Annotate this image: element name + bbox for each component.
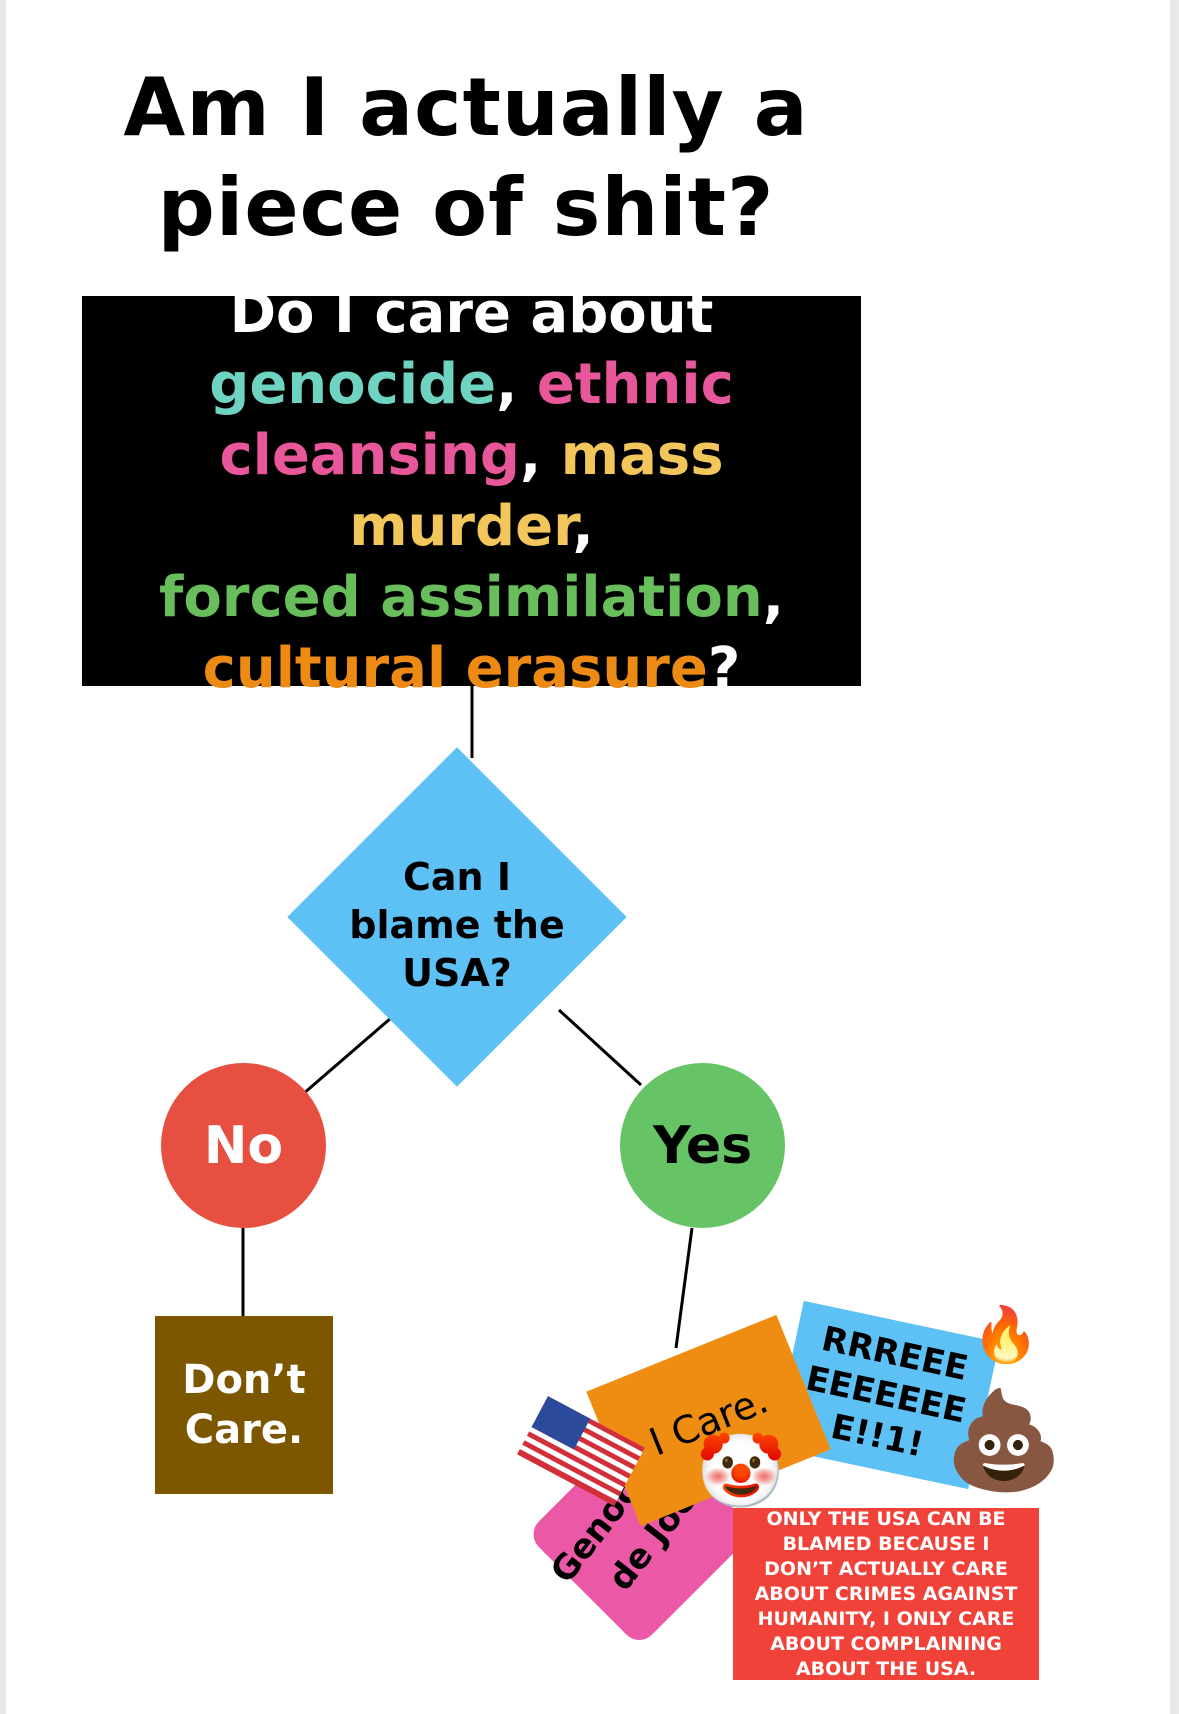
only-usa-text: ONLY THE USA CAN BE BLAMED BECAUSE I DON… (754, 1507, 1018, 1680)
only-usa-sticker: ONLY THE USA CAN BE BLAMED BECAUSE I DON… (733, 1508, 1039, 1680)
term-ethnic: ethnic (536, 352, 734, 417)
fire-icon: 🔥 (972, 1303, 1040, 1366)
page-title: Am I actually a piece of shit? (66, 58, 866, 258)
comma: , (519, 423, 542, 488)
decision-line-2: blame the (349, 903, 565, 947)
comma: , (572, 494, 594, 559)
question-text: Do I care about genocide, ethnic cleansi… (102, 278, 842, 704)
us-flag-icon (516, 1396, 646, 1506)
decision-line-1: Can I (403, 855, 511, 899)
decision-line-3: USA? (402, 951, 512, 995)
connector-yes-to-i-care (674, 1227, 694, 1349)
pile-of-poo-icon: 💩 (944, 1384, 1064, 1496)
question-box: Do I care about genocide, ethnic cleansi… (82, 281, 861, 701)
flowchart-canvas: Am I actually a piece of shit? Do I care… (6, 0, 1170, 1714)
dont-care-line-1: Don’t (182, 1357, 306, 1403)
term-forced-assimilation: forced assimilation (159, 565, 763, 630)
comma: , (496, 352, 518, 417)
connector-decision-to-yes (557, 1008, 643, 1087)
yes-node: Yes (620, 1063, 785, 1228)
question-intro: Do I care about (229, 281, 714, 346)
term-cultural-erasure: cultural erasure (202, 636, 708, 701)
connector-decision-to-no (302, 1016, 392, 1096)
dont-care-line-2: Care. (184, 1407, 304, 1453)
title-line-2: piece of shit? (157, 161, 775, 254)
decision-text: Can I blame the USA? (337, 853, 577, 997)
term-mass-murder: mass murder (349, 423, 724, 559)
question-mark: ? (707, 636, 741, 701)
no-node: No (161, 1063, 326, 1228)
term-genocide: genocide (209, 352, 497, 417)
term-cleansing: cleansing (219, 423, 520, 488)
title-line-1: Am I actually a (123, 61, 809, 154)
connector-lines (241, 686, 694, 1349)
dont-care-box: Don’t Care. (155, 1316, 333, 1494)
clown-face-icon: 🤡 (696, 1429, 786, 1513)
comma: , (762, 565, 784, 630)
